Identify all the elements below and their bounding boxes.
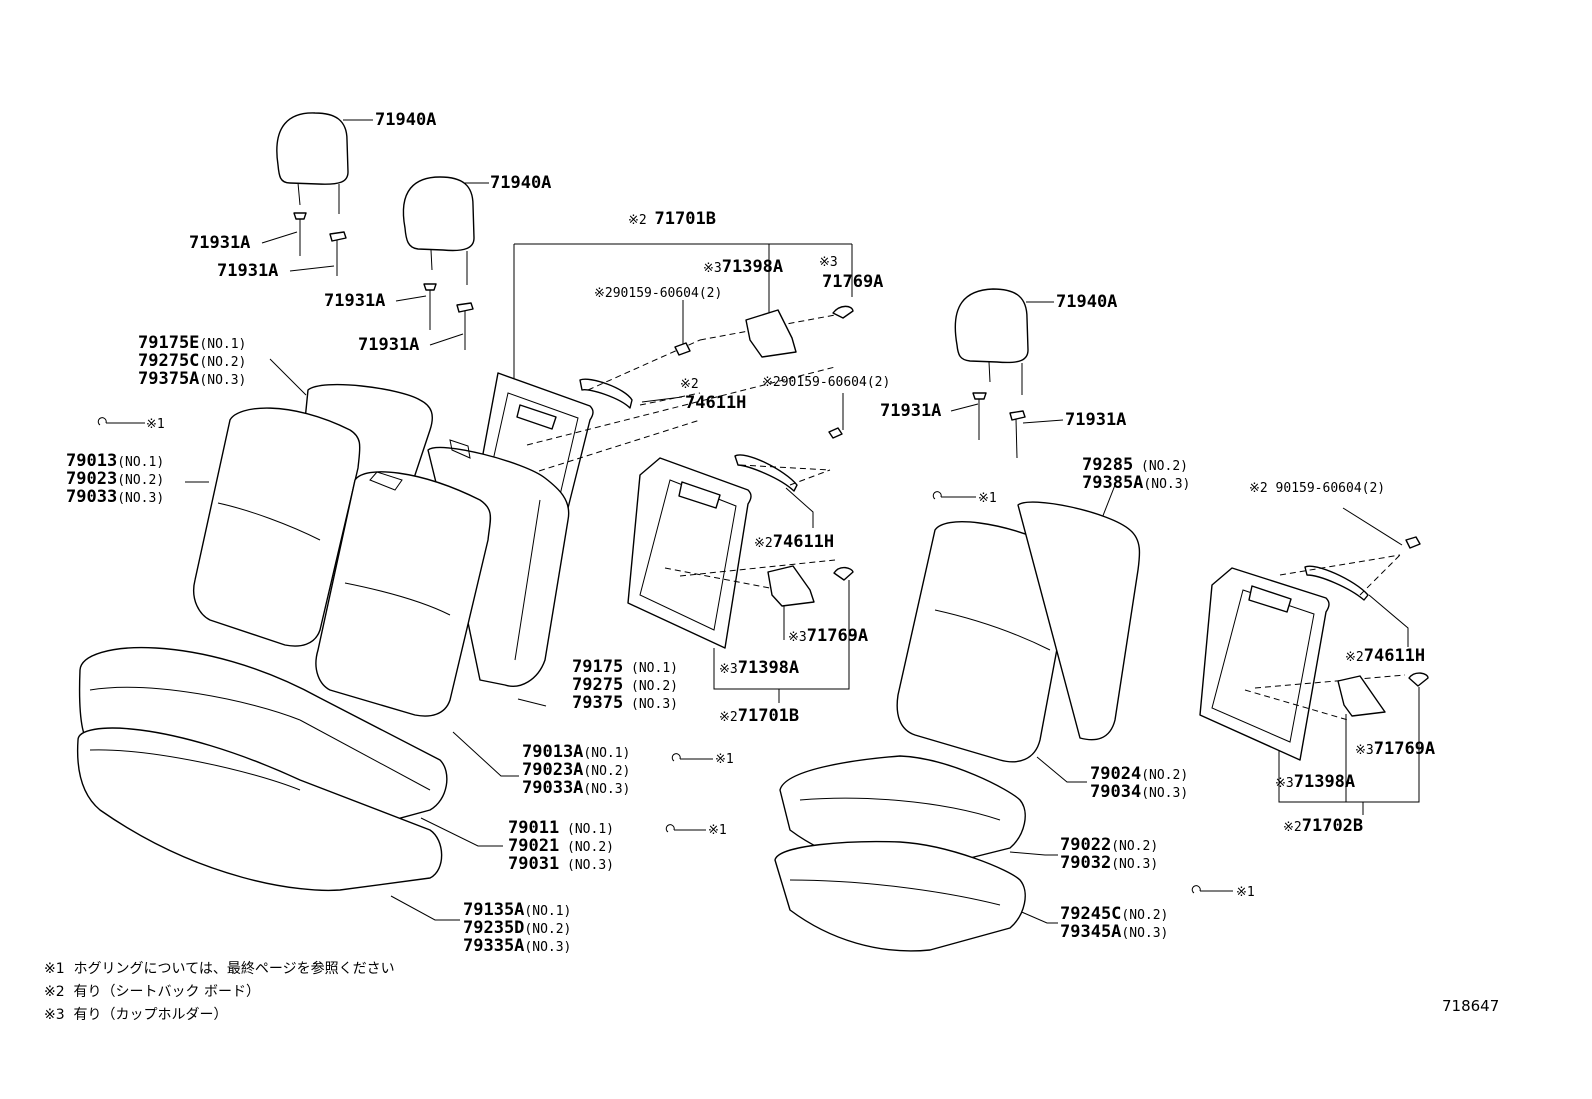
part-label-handle: 74611H <box>685 393 747 413</box>
part-label-cover: 79175E(NO.1) <box>138 333 247 353</box>
part-label-guide: 71931A <box>189 233 251 253</box>
part-label-cover: 79275C(NO.2) <box>138 351 247 371</box>
part-label-board: ※2 71701B <box>628 209 716 229</box>
part-label-hinge: ※371398A <box>1275 772 1356 792</box>
part-label-seatback: 79024(NO.2) <box>1090 764 1189 784</box>
part-label-screw: ※290159-60604(2) <box>594 286 723 301</box>
part-label-guide: 71931A <box>880 401 942 421</box>
part-label-board: ※271701B <box>719 706 800 726</box>
part-label-screw: ※290159-60604(2) <box>762 375 891 390</box>
part-label-handle: ※274611H <box>754 532 835 552</box>
headrest-icon <box>954 288 1029 395</box>
part-label-note-mark: ※2 <box>680 377 699 392</box>
part-label-cushion: 79011 (NO.1) <box>508 818 614 838</box>
part-label-note-mark: ※3 <box>819 255 838 270</box>
cup-holder-hinge-icon <box>674 305 854 358</box>
part-label-seatback: 79013(NO.1) <box>66 451 165 471</box>
drawing-code: 718647 <box>1442 997 1500 1015</box>
footnote-2: ※2 有り（シートバック ボード） <box>44 984 260 1000</box>
headrest-icon <box>276 112 349 214</box>
part-label-cushion-pad: 79135A(NO.1) <box>463 900 572 920</box>
part-label-seatback-pad: 79023A(NO.2) <box>522 760 631 780</box>
part-label-cover: 79375A(NO.3) <box>138 369 247 389</box>
part-label-cushion-pad: 79335A(NO.3) <box>463 936 572 956</box>
front-seatback <box>896 501 1141 763</box>
part-label-guide: 71931A <box>1065 410 1127 430</box>
part-label-cover: 79385A(NO.3) <box>1082 473 1191 493</box>
part-label-cushion-pad: 79235D(NO.2) <box>463 918 572 938</box>
part-label-headrest: 71940A <box>1056 292 1118 312</box>
part-label-screw: ※2 90159-60604(2) <box>1249 481 1386 496</box>
part-label-seatback: 79175 (NO.1) <box>572 657 678 677</box>
part-label-cushion: 79021 (NO.2) <box>508 836 614 856</box>
rear-seat-cushion <box>76 646 448 892</box>
rear-seatback-left <box>193 407 361 647</box>
part-label-board: ※271702B <box>1283 816 1364 836</box>
hog-ring-mark: ※1 <box>708 823 727 838</box>
hog-ring-mark: ※1 <box>715 752 734 767</box>
part-label-cover: 79285 (NO.2) <box>1082 455 1188 475</box>
rear-seatback-middle <box>315 471 492 717</box>
hog-ring-mark: ※1 <box>978 491 997 506</box>
leader-lines <box>106 119 1420 924</box>
part-label-handle: ※274611H <box>1345 646 1426 666</box>
seatback-board-right <box>1199 536 1429 761</box>
hog-ring-icons <box>97 417 1201 894</box>
footnote-3: ※3 有り（カップホルダー） <box>44 1007 228 1023</box>
part-label-seatback-pad: 79013A(NO.1) <box>522 742 631 762</box>
part-label-guide: 71931A <box>217 261 279 281</box>
part-label-seatback: 79033(NO.3) <box>66 487 165 507</box>
part-label-cushion: 79031 (NO.3) <box>508 854 614 874</box>
part-label-cushion: 79022(NO.2) <box>1060 835 1159 855</box>
part-label-cushion-pad: 79345A(NO.3) <box>1060 922 1169 942</box>
part-label-cap: ※371769A <box>788 626 869 646</box>
part-label-headrest: 71940A <box>490 173 552 193</box>
part-label-seatback-pad: 79033A(NO.3) <box>522 778 631 798</box>
part-label-headrest: 71940A <box>375 110 437 130</box>
footnote-1: ※1 ホグリングについては、最終ページを参照ください <box>44 961 395 977</box>
part-label-cushion: 79032(NO.3) <box>1060 853 1159 873</box>
hog-ring-mark: ※1 <box>146 417 165 432</box>
part-label-seatback: 79023(NO.2) <box>66 469 165 489</box>
part-label-guide: 71931A <box>358 335 420 355</box>
part-label-cap: 71769A <box>822 272 884 292</box>
hog-ring-mark: ※1 <box>1236 885 1255 900</box>
part-label-cushion-pad: 79245C(NO.2) <box>1060 904 1169 924</box>
part-label-hinge: ※371398A <box>719 658 800 678</box>
part-label-hinge: ※371398A <box>703 257 784 277</box>
part-label-seatback: 79275 (NO.2) <box>572 675 678 695</box>
front-seat-cushion <box>774 755 1026 952</box>
part-label-guide: 71931A <box>324 291 386 311</box>
headrest-guide-icons <box>293 212 1026 459</box>
part-label-seatback: 79375 (NO.3) <box>572 693 678 713</box>
part-label-cap: ※371769A <box>1355 739 1436 759</box>
part-label-seatback: 79034(NO.3) <box>1090 782 1189 802</box>
seatback-board-middle <box>627 427 854 649</box>
headrest-icon <box>402 176 475 285</box>
